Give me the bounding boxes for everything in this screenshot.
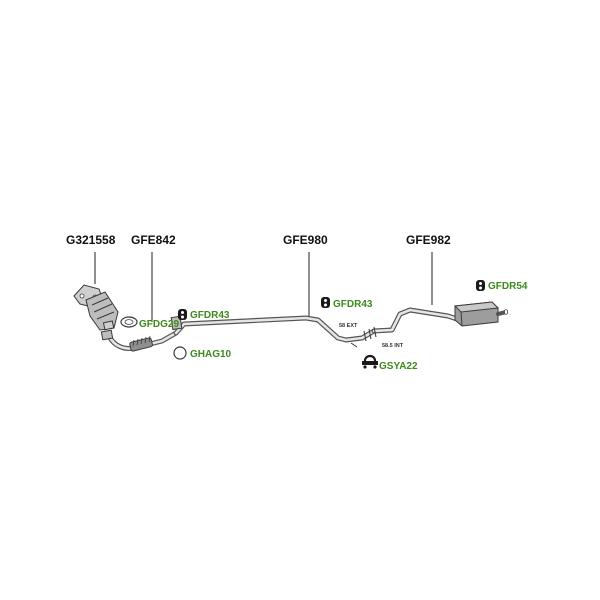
label-gasket-front[interactable]: GFDG29 — [139, 319, 179, 330]
rubber-mount-icon[interactable] — [321, 297, 330, 308]
dimension-internal: 58.5 INT — [382, 343, 404, 349]
catalytic-converter[interactable] — [73, 284, 119, 331]
ring-gasket-icon[interactable] — [173, 346, 187, 360]
label-intermediate-pipe[interactable]: GFE980 — [283, 233, 328, 247]
label-rear-silencer[interactable]: GFE982 — [406, 233, 451, 247]
joint-marks — [350, 326, 377, 348]
rubber-mount-icon[interactable] — [476, 280, 485, 291]
gasket-front-icon[interactable] — [120, 316, 138, 328]
front-pipe[interactable] — [100, 329, 179, 352]
label-rubber-mount-1[interactable]: GFDR43 — [190, 310, 230, 321]
label-clamp[interactable]: GSYA22 — [379, 361, 418, 372]
rubber-mount-icon[interactable] — [178, 309, 187, 320]
clamp-icon[interactable] — [362, 354, 378, 369]
label-gasket-ring[interactable]: GHAG10 — [190, 349, 232, 360]
rear-silencer[interactable] — [371, 301, 508, 334]
dimension-external: 58 EXT — [339, 323, 358, 329]
intermediate-pipe[interactable] — [170, 315, 377, 343]
label-catalytic-converter[interactable]: G321558 — [66, 233, 116, 247]
label-front-pipe[interactable]: GFE842 — [131, 233, 176, 247]
label-rubber-mount-3[interactable]: GFDR54 — [488, 281, 528, 292]
label-rubber-mount-2[interactable]: GFDR43 — [333, 299, 373, 310]
